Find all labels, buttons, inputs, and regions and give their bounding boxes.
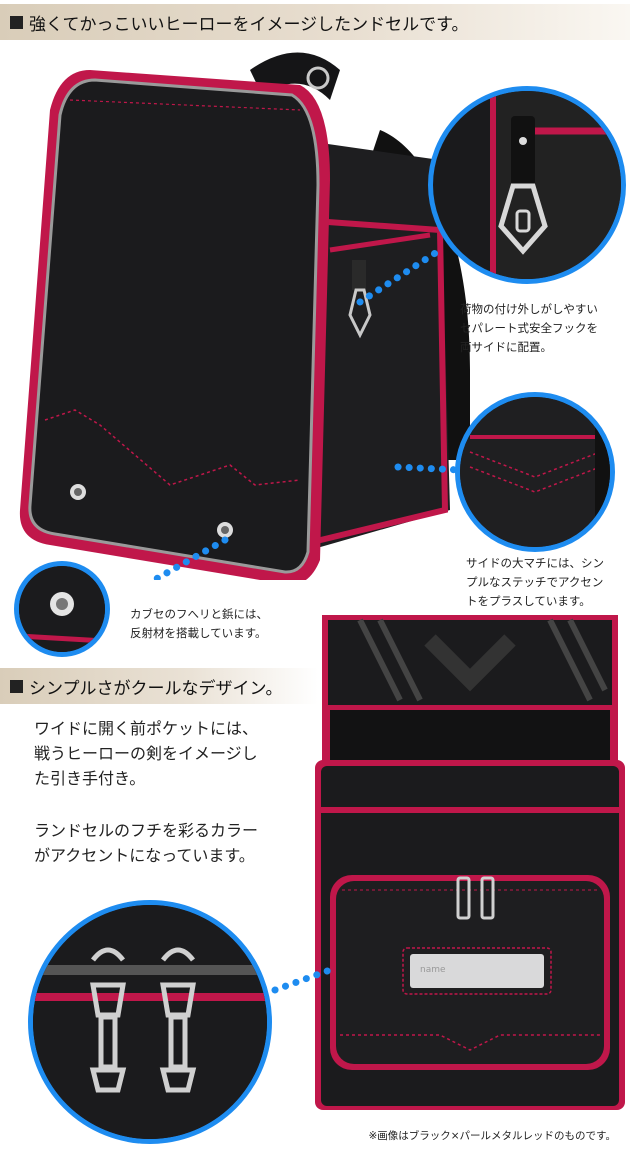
reflector-rivet-image: [19, 566, 105, 652]
name-tag-text: name: [420, 965, 446, 975]
safety-hook-image: [490, 91, 621, 279]
description-line: ランドセルのフチを彩るカラー: [34, 821, 259, 840]
pocket-description: ワイドに開く前ポケットには、 戦うヒーローの剣をイメージし た引き手付き。: [34, 716, 258, 791]
randoseru-main-image: [19, 52, 470, 580]
hook-caption-line: 荷物の付け外しがしやすい: [460, 302, 598, 316]
section-banner-top: 強くてかっこいいヒーローをイメージしたンドセルです。: [0, 4, 630, 40]
banner-top-text: 強くてかっこいいヒーローをイメージしたンドセルです。: [29, 14, 469, 35]
description-line: 戦うヒーローの剣をイメージし: [34, 744, 258, 763]
side-caption-line: サイドの大マチには、シン: [466, 556, 604, 570]
side-stitch-detail-circle: [455, 392, 615, 552]
zipper-pull-detail-circle: [28, 900, 272, 1144]
description-line: ワイドに開く前ポケットには、: [34, 719, 259, 738]
zipper-connector-dots: [271, 966, 334, 994]
reflector-detail-circle: [14, 561, 110, 657]
hook-caption: 荷物の付け外しがしやすい セパレート式安全フックを 両サイドに配置。: [460, 300, 598, 357]
side-caption: サイドの大マチには、シン プルなステッチでアクセン トをプラスしています。: [466, 554, 604, 611]
description-line: がアクセントになっています。: [34, 846, 255, 865]
side-caption-line: プルなステッチでアクセン: [466, 575, 604, 589]
side-stitch-image: [460, 397, 610, 547]
section-banner-middle: シンプルさがクールなデザイン。: [0, 668, 318, 704]
image-footnote: ※画像はブラック×パールメタルレッドのものです。: [368, 1130, 616, 1142]
color-description: ランドセルのフチを彩るカラー がアクセントになっています。: [34, 818, 258, 868]
reflector-caption-line: 反射材を搭載しています。: [130, 626, 267, 640]
hook-detail-circle: [428, 86, 626, 284]
hook-caption-line: 両サイドに配置。: [460, 340, 552, 354]
reflector-caption-line: カブセのフへリと鋲には、: [130, 607, 268, 621]
hook-caption-line: セパレート式安全フックを: [460, 321, 598, 335]
square-bullet-icon: [10, 15, 23, 29]
banner-middle-text: シンプルさがクールなデザイン。: [29, 678, 283, 699]
square-bullet-icon: [10, 679, 23, 693]
randoseru-front-image: name: [315, 615, 625, 1110]
description-line: た引き手付き。: [34, 769, 146, 788]
zipper-pull-image: [33, 905, 267, 1139]
reflector-caption: カブセのフへリと鋲には、 反射材を搭載しています。: [130, 605, 268, 643]
side-caption-line: トをプラスしています。: [466, 594, 591, 608]
